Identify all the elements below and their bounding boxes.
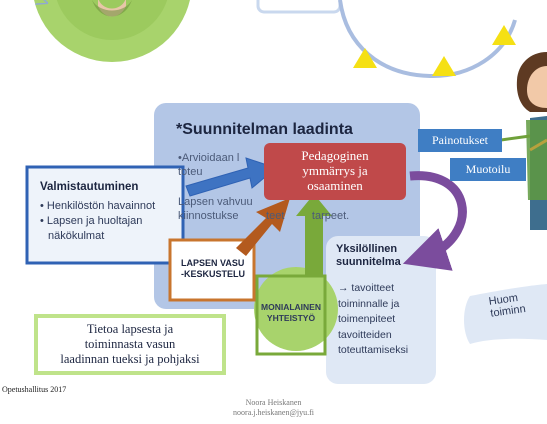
multi-label: MONIALAINEN YHTEISTYÖ [257,302,325,324]
individual-item: → tavoitteet [338,282,395,294]
top-green-circle [34,0,190,62]
center-label: Pedagoginen ymmärrys ja osaaminen [264,148,406,193]
vasu-line2: -KESKUSTELU [181,269,246,279]
multi-line2: YHTEISTYÖ [266,313,316,323]
individual-item: toiminnalle ja [338,297,400,310]
vasu-line1: LAPSEN VASU [181,258,245,268]
multi-circle [254,267,338,351]
individual-items: → tavoitteet toiminnalle ja toimenpiteet… [338,281,408,359]
tag-emphasis: Painotukset [432,133,488,147]
planning-bullet2-line1: Lapsen vahvuu [178,196,253,208]
individual-plan-panel [326,236,436,384]
planning-bullet1-line1: •Arvioidaan l [178,152,240,164]
tag-form: Muotoilu [465,162,511,176]
planning-bullet2-line2: kiinnostukse teet tarpeet. [178,210,350,222]
arrow-multi [296,194,332,276]
tag-form-bg [450,158,526,181]
center-box [264,143,406,200]
source-text: Opetushallitus 2017 [2,385,67,394]
author-name: Noora Heiskanen [245,398,302,407]
prep-item2: • Lapsen ja huoltajan [40,215,143,227]
person-line [500,134,531,142]
note-bubble [464,284,547,344]
arrow-vasu [236,198,290,256]
author-block: Noora Heiskanen noora.j.heiskanen@jyu.fi [0,398,547,418]
prep-item1: • Henkilöstön havainnot [40,200,156,212]
individual-item: tavoitteiden [338,328,392,341]
individual-title: Yksilöllinen suunnitelma [336,243,401,269]
multi-frame [255,274,327,356]
info-line2: toiminnasta vasun [84,337,176,351]
arrow-to-individual [402,171,467,271]
author-email: noora.j.heiskanen@jyu.fi [233,408,314,417]
center-line2: ymmärrys ja [302,163,368,178]
center-line3: osaaminen [307,178,363,193]
preparation-box [25,165,185,265]
prep-item3: näkökulmat [48,230,105,242]
top-frame [256,0,342,14]
bubble-text: Huom toiminn [488,291,526,320]
individual-item: toimenpiteet [338,313,396,325]
planning-title: *Suunnitelman laadinta [176,121,353,138]
info-box [34,314,226,375]
cycle-arc [338,0,517,79]
person-figure [516,52,547,230]
vasu-label: LAPSEN VASU -KESKUSTELU [181,258,245,280]
tag-emphasis-bg [418,129,502,152]
info-text: Tietoa lapsesta ja toiminnasta vasun laa… [36,322,224,367]
info-line1: Tietoa lapsesta ja [86,322,174,336]
info-line3: laadinnan tueksi ja pohjaksi [60,352,200,366]
individual-title-line1: Yksilöllinen [336,243,398,255]
prep-title: Valmistautuminen [40,181,139,193]
individual-title-line2: suunnitelma [336,256,401,268]
center-line1: Pedagoginen [301,148,369,163]
planning-bullet1-line2: toteu [178,166,203,178]
multi-line1: MONIALAINEN [261,302,321,312]
individual-item: toteuttamiseksi [338,344,409,356]
